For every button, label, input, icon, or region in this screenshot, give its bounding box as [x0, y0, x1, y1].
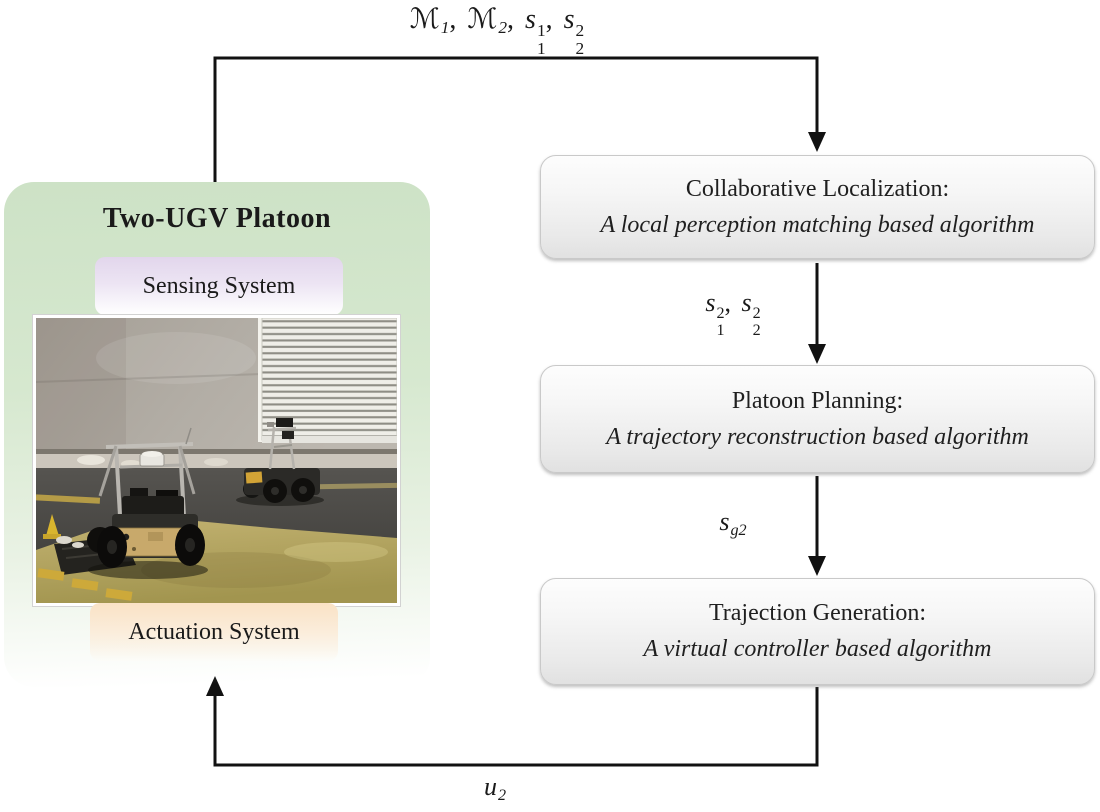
photo-left-ugv — [87, 427, 208, 579]
arrowhead-down-localization — [808, 132, 826, 152]
ugv-photo-graphic — [36, 318, 397, 603]
flow-box-collaborative-localization: Collaborative Localization: A local perc… — [540, 155, 1095, 259]
arrowhead-down-generation — [808, 556, 826, 576]
arrowhead-down-planning — [808, 344, 826, 364]
flow-box-subtitle: A local perception matching based algori… — [600, 211, 1035, 238]
arrow-generation-to-platoon — [213, 687, 819, 767]
flow-box-subtitle: A virtual controller based algorithm — [643, 636, 992, 662]
flow-box-title: Platoon Planning: — [731, 387, 904, 414]
flow-box-title: Trajection Generation: — [708, 600, 927, 626]
photo-debris — [56, 536, 84, 548]
flow-box-trajection-generation: Trajection Generation: A virtual control… — [540, 578, 1095, 685]
flow-box-title: Collaborative Localization: — [685, 175, 950, 202]
sensing-system-label: Sensing System — [95, 257, 343, 315]
platoon-title: Two-UGV Platoon — [102, 203, 332, 234]
signal-label-planning-to-generation: sg2 — [719, 507, 747, 539]
flow-box-subtitle: A trajectory reconstruction based algori… — [606, 423, 1029, 450]
flow-box-platoon-planning: Platoon Planning: A trajectory reconstru… — [540, 365, 1095, 473]
photo-yellow-cone — [46, 514, 59, 536]
ugv-photo — [33, 315, 400, 606]
photo-right-ugv — [236, 418, 324, 506]
arrow-platoon-to-localization — [213, 56, 819, 182]
photo-yellow-markings — [37, 568, 133, 601]
signal-label-generation-to-platoon: u2 — [483, 772, 507, 804]
actuation-system-label: Actuation System — [90, 603, 338, 661]
